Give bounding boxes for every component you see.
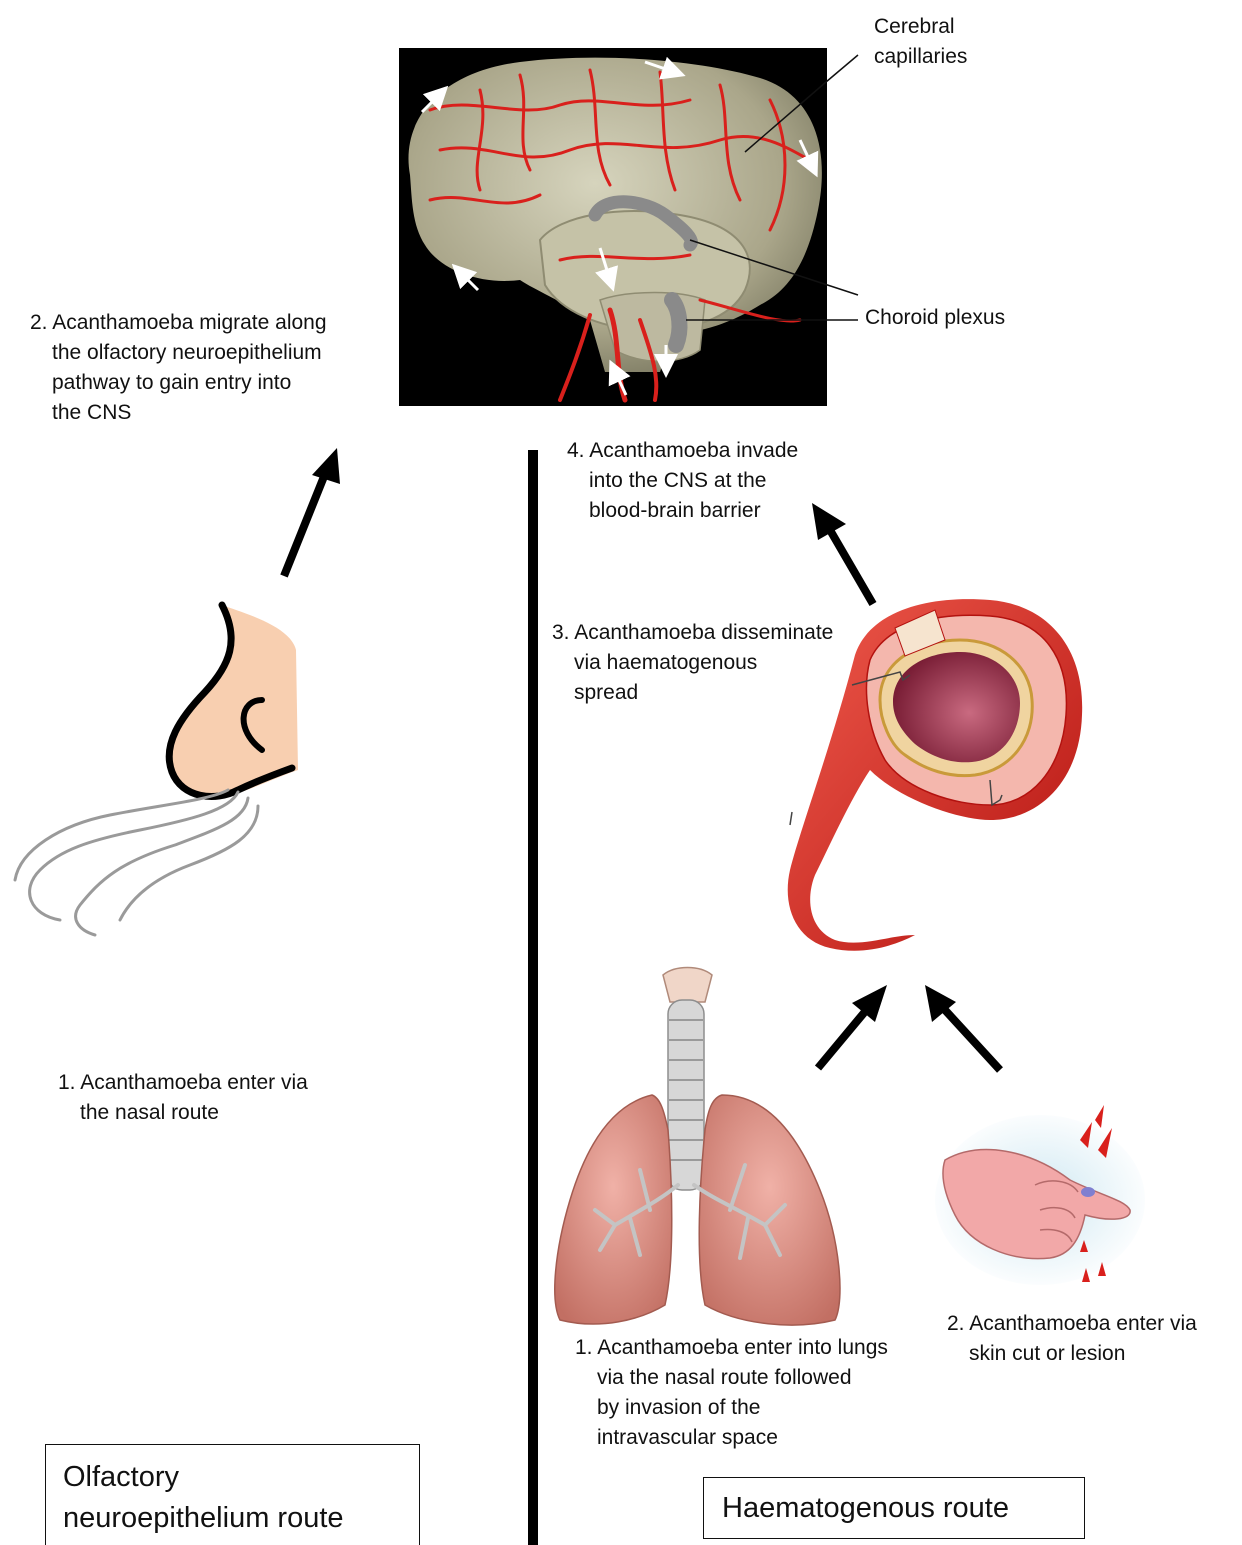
haematogenous-step-3-line2: via haematogenous — [552, 648, 833, 678]
olfactory-step-2-line4: the CNS — [30, 398, 327, 428]
haematogenous-step-4: 4. Acanthamoeba invade into the CNS at t… — [567, 436, 798, 526]
brain-illustration — [399, 48, 858, 406]
olfactory-step-2: 2. Acanthamoeba migrate along the olfact… — [30, 308, 327, 428]
arrow-lungs-to-artery — [818, 985, 887, 1068]
haematogenous-step-4-line3: blood-brain barrier — [567, 496, 798, 526]
haematogenous-step-1-line4: intravascular space — [575, 1423, 888, 1453]
olfactory-route-box: Olfactory neuroepithelium route — [45, 1444, 420, 1545]
arrow-artery-to-brain — [812, 503, 873, 604]
nose-illustration — [15, 605, 298, 935]
haematogenous-step-2-line1: 2. Acanthamoeba enter via — [947, 1309, 1197, 1339]
arrow-skin-to-artery — [925, 985, 1000, 1070]
label-choroid-plexus-text: Choroid plexus — [865, 303, 1005, 333]
olfactory-step-1-line2: the nasal route — [58, 1098, 308, 1128]
haematogenous-step-1-line3: by invasion of the — [575, 1393, 888, 1423]
olfactory-step-2-line2: the olfactory neuroepithelium — [30, 338, 327, 368]
olfactory-route-line2: neuroepithelium route — [63, 1498, 419, 1539]
haematogenous-step-1: 1. Acanthamoeba enter into lungs via the… — [575, 1333, 888, 1453]
haematogenous-route-text: Haematogenous route — [722, 1492, 1009, 1524]
haematogenous-route-box: Haematogenous route — [703, 1477, 1085, 1539]
haematogenous-step-2: 2. Acanthamoeba enter via skin cut or le… — [947, 1309, 1197, 1369]
route-divider — [528, 450, 538, 1545]
olfactory-step-2-line3: pathway to gain entry into — [30, 368, 327, 398]
haematogenous-step-4-line2: into the CNS at the — [567, 466, 798, 496]
haematogenous-step-3: 3. Acanthamoeba disseminate via haematog… — [552, 618, 833, 708]
haematogenous-step-3-line3: spread — [552, 678, 833, 708]
haematogenous-step-3-line1: 3. Acanthamoeba disseminate — [552, 618, 833, 648]
olfactory-step-1: 1. Acanthamoeba enter via the nasal rout… — [58, 1068, 308, 1128]
label-cerebral-capillaries-line1: Cerebral — [874, 12, 967, 42]
lungs-illustration — [555, 968, 840, 1326]
olfactory-step-1-line1: 1. Acanthamoeba enter via — [58, 1068, 308, 1098]
arrow-nose-to-brain — [284, 448, 340, 576]
haematogenous-step-2-line2: skin cut or lesion — [947, 1339, 1197, 1369]
haematogenous-step-1-line2: via the nasal route followed — [575, 1363, 888, 1393]
haematogenous-step-4-line1: 4. Acanthamoeba invade — [567, 436, 798, 466]
label-cerebral-capillaries-line2: capillaries — [874, 42, 967, 72]
label-choroid-plexus: Choroid plexus — [865, 303, 1005, 333]
label-cerebral-capillaries: Cerebral capillaries — [874, 12, 967, 72]
hand-illustration — [935, 1105, 1145, 1285]
olfactory-step-2-line1: 2. Acanthamoeba migrate along — [30, 308, 327, 338]
haematogenous-step-1-line1: 1. Acanthamoeba enter into lungs — [575, 1333, 888, 1363]
olfactory-route-line1: Olfactory — [63, 1457, 419, 1498]
